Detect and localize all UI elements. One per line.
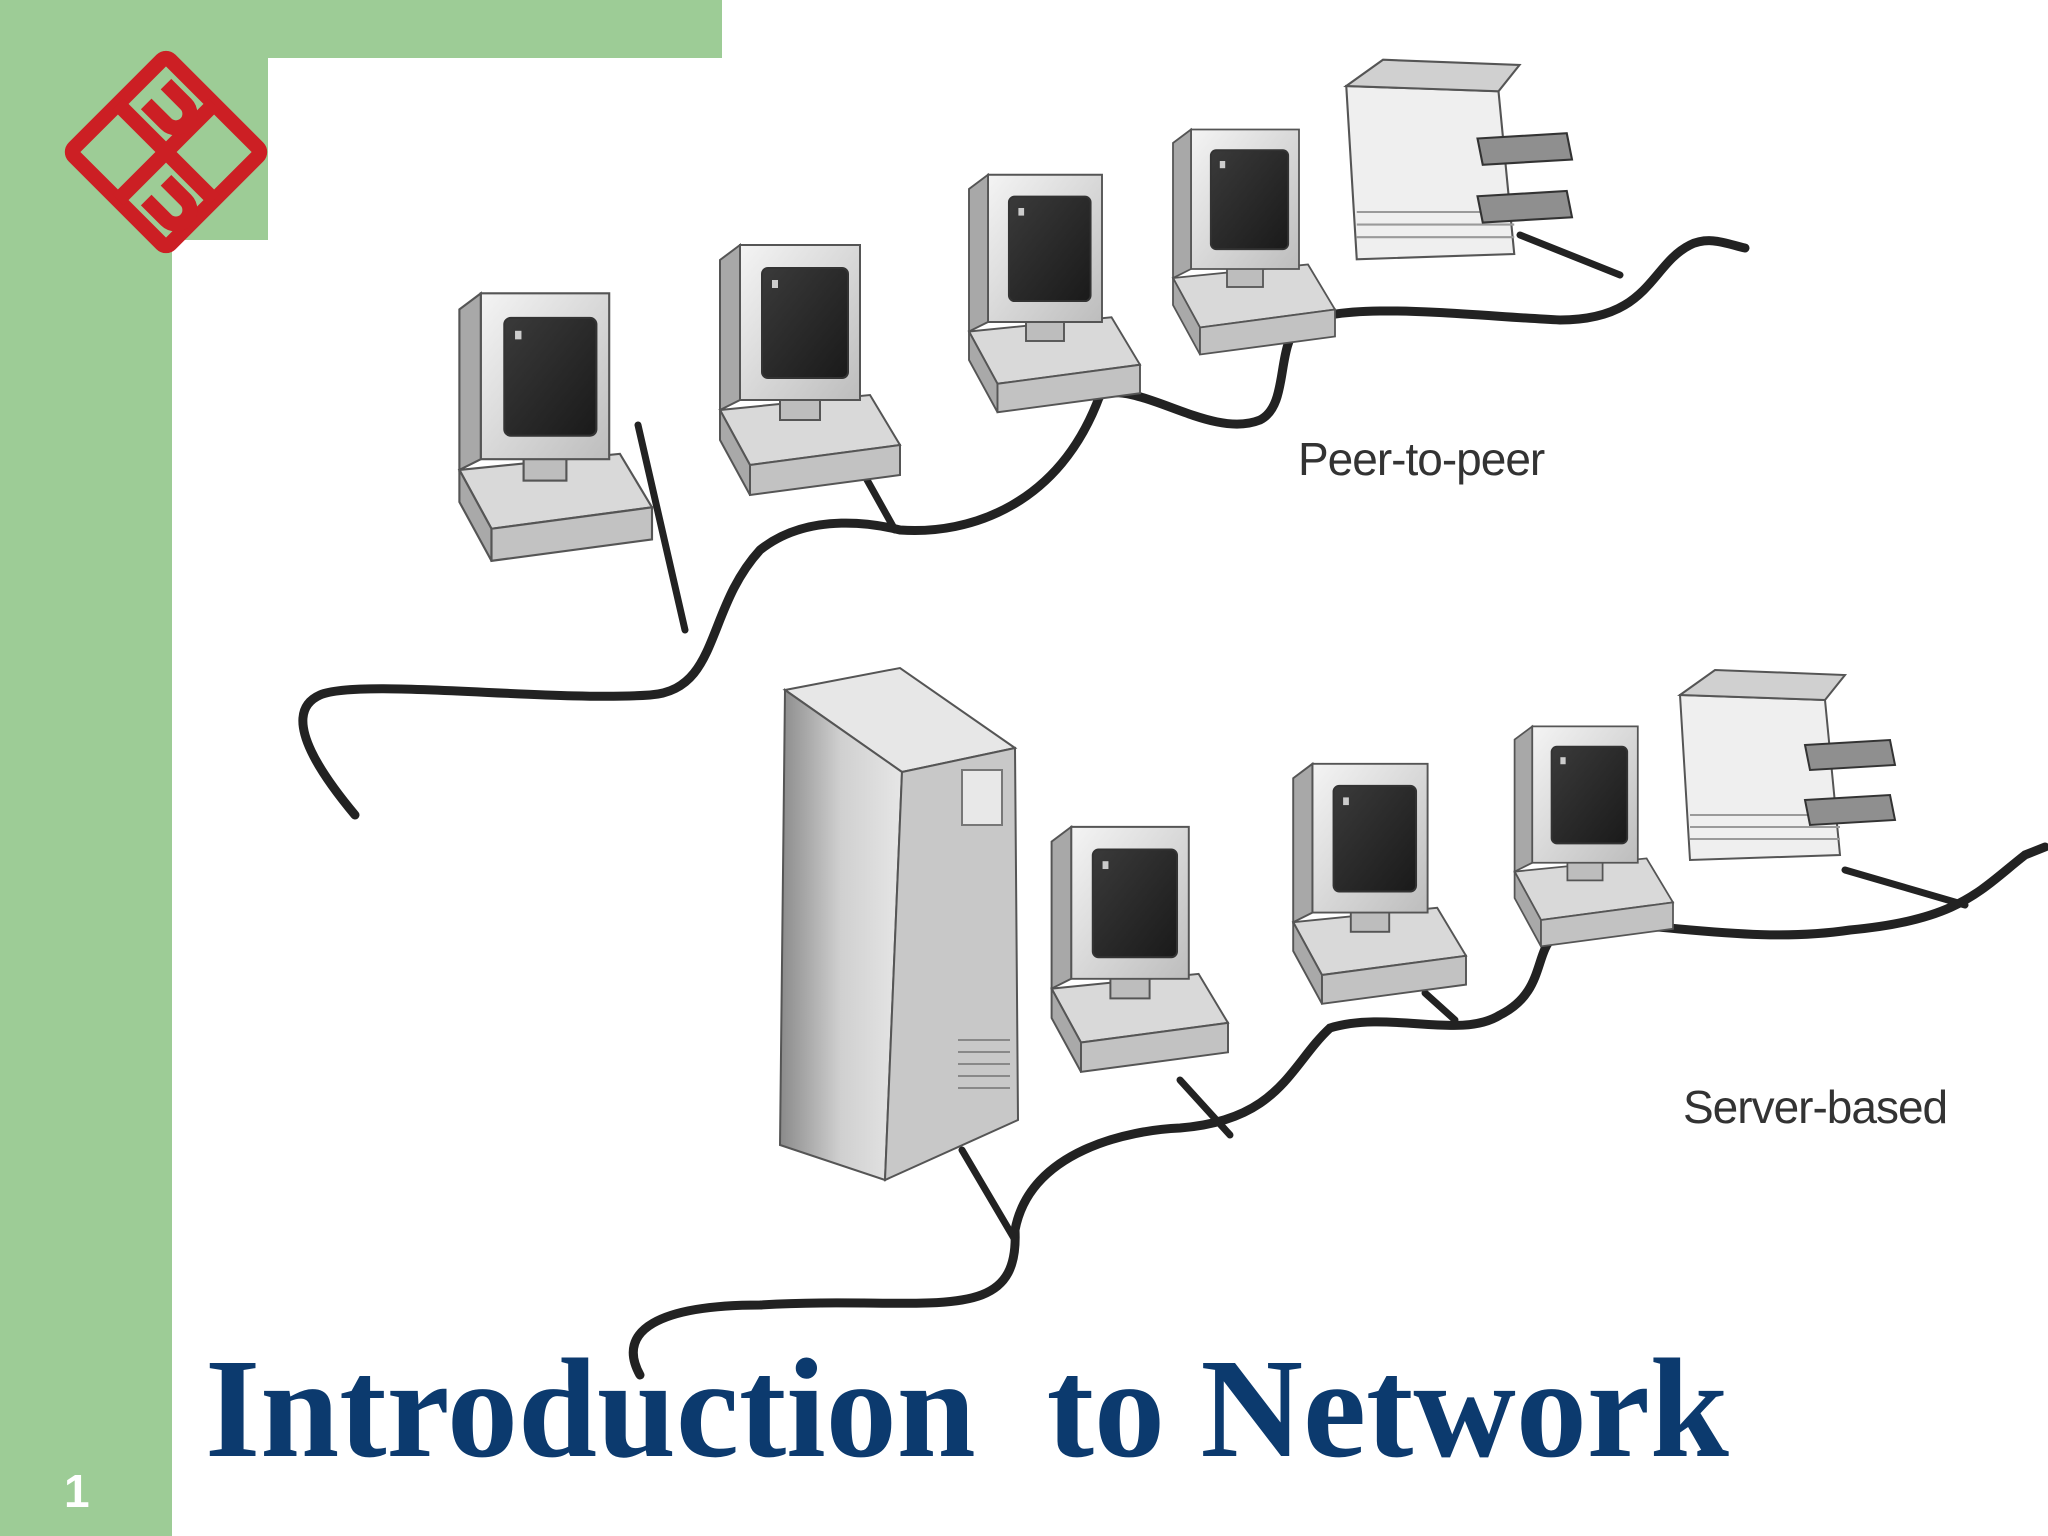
server-based-label: Server-based bbox=[1683, 1081, 1947, 1133]
polyu-logo-icon bbox=[64, 50, 268, 254]
left-green-band bbox=[0, 0, 172, 1536]
peer-to-peer-label: Peer-to-peer bbox=[1298, 433, 1545, 485]
top-green-band bbox=[0, 0, 722, 58]
slide-number: 1 bbox=[64, 1465, 90, 1517]
slide-title: Introduction to Network bbox=[205, 1329, 1729, 1487]
